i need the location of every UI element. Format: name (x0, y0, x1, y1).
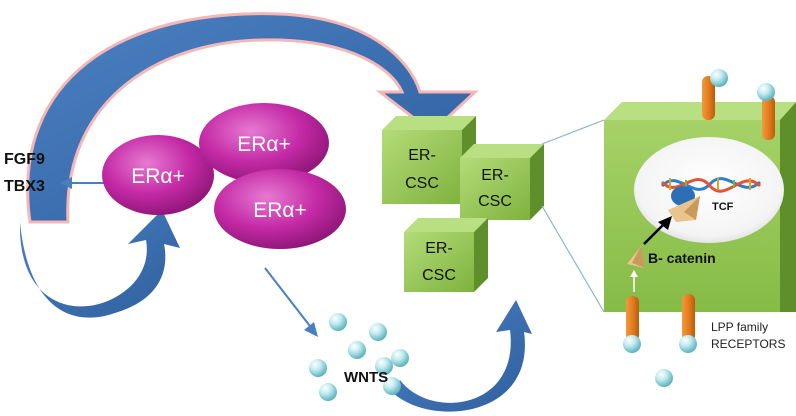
wnt-molecules (309, 313, 409, 401)
er-negative-csc-cube-3: ER- CSC (404, 218, 488, 292)
svg-text:ER-: ER- (481, 167, 509, 184)
wnt-ligand-bound-4 (679, 335, 697, 353)
wnt-ligand-bound-2 (757, 83, 775, 101)
receptor-bottom-1 (626, 296, 639, 342)
svg-text:CSC: CSC (405, 175, 439, 192)
receptor-top-2 (762, 96, 775, 140)
wnt-release-arrow (264, 267, 318, 337)
fgf9-label: FGF9 (4, 151, 45, 168)
left-pointer-arrow (60, 177, 108, 189)
receptor-bottom-2 (682, 294, 695, 342)
er-positive-label-bottom: ERα+ (253, 199, 307, 222)
er-positive-cell-top: ERα+ (199, 103, 329, 183)
left-loop-arrow (19, 210, 181, 318)
er-positive-cell-bottom: ERα+ (214, 169, 346, 249)
beta-catenin-label: B- catenin (648, 250, 716, 266)
wnt-signal-arrow (392, 300, 532, 412)
wnts-label: WNTS (344, 369, 388, 386)
receptors-label-line1: LPP family (711, 320, 768, 334)
wnt-ligand-bound-3 (623, 335, 641, 353)
er-positive-cell-left: ERα+ (102, 135, 214, 215)
svg-text:ER-: ER- (425, 240, 453, 257)
tbx3-label: TBX3 (4, 178, 45, 195)
receptors-label-line2: RECEPTORS (711, 337, 785, 351)
wnt-ligand-free (655, 369, 673, 387)
top-arch-arrow (26, 12, 479, 224)
er-positive-label-top: ERα+ (237, 133, 291, 156)
wnt-ligand-bound-1 (710, 69, 728, 87)
tcf-label: TCF (712, 201, 734, 213)
tcf-complex: TCF (668, 186, 734, 222)
receptor-top-1 (702, 76, 715, 120)
er-negative-csc-cube-2: ER- CSC (460, 144, 544, 220)
er-positive-label-left: ERα+ (131, 165, 185, 188)
svg-text:ER-: ER- (408, 147, 436, 164)
svg-text:CSC: CSC (478, 193, 512, 210)
beta-catenin-icon (627, 246, 645, 268)
svg-text:CSC: CSC (422, 267, 456, 284)
signal-up-arrow (630, 270, 638, 292)
zoom-line-bottom (541, 205, 605, 313)
beta-catenin-translocation-arrow (643, 216, 672, 245)
nucleus (634, 137, 784, 243)
zoom-line-top (541, 119, 605, 145)
